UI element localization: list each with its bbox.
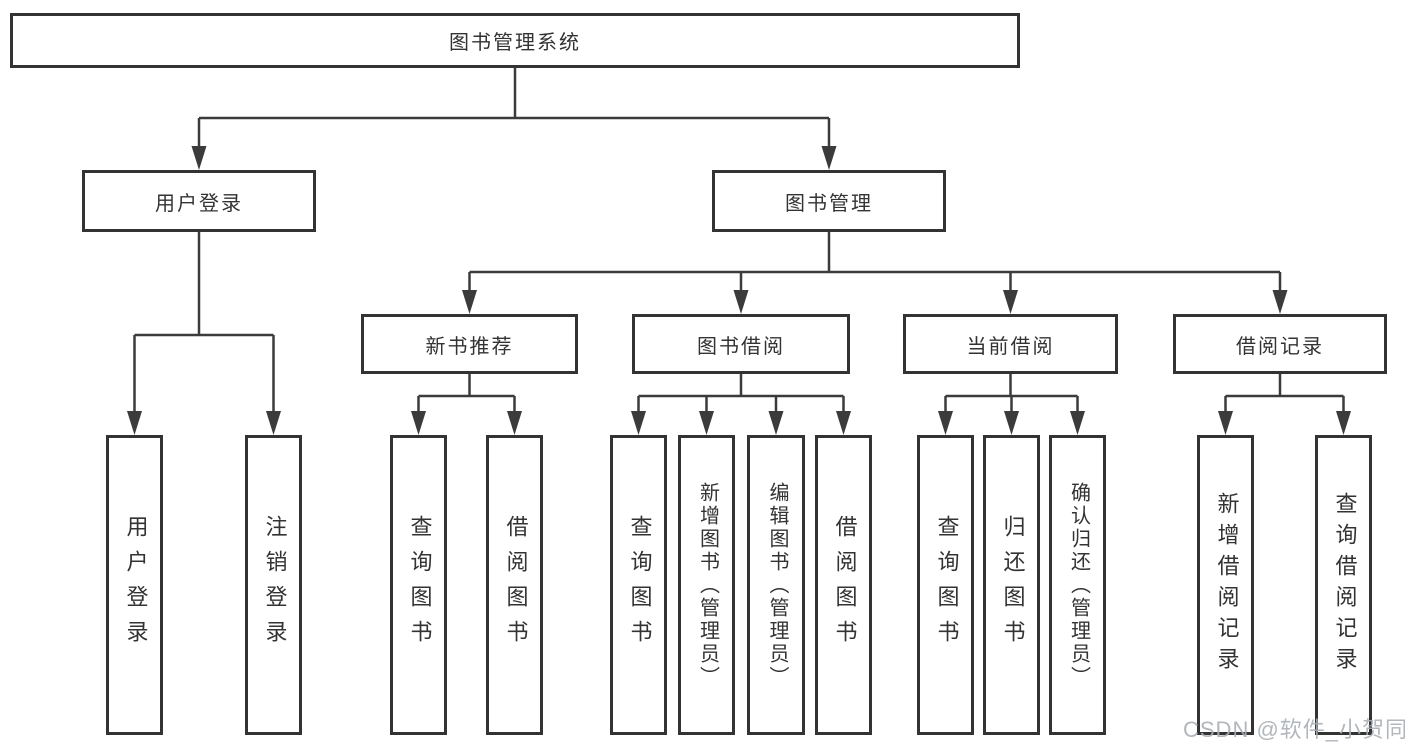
csdn-watermark: CSDN @软件_小贺同学	[1183, 717, 1405, 742]
node-book-management-branch: 图书管理	[712, 170, 946, 232]
leaf-logout: 注销登录	[245, 435, 302, 735]
node-label: 新书推荐	[425, 335, 514, 358]
node-new-book-recommend: 新书推荐	[361, 314, 578, 374]
leaf-edit-book-admin: 编辑图书（管理员）	[747, 435, 805, 735]
connector-root-to-level2	[191, 68, 837, 170]
node-label: 当前借阅	[966, 335, 1055, 358]
node-label: 用户登录	[123, 515, 149, 655]
connector-book-borrow-children	[631, 374, 851, 435]
leaf-return-books: 归还图书	[983, 435, 1040, 735]
leaf-user-login: 用户登录	[106, 435, 163, 735]
node-root: 图书管理系统	[10, 13, 1020, 68]
node-borrow-records: 借阅记录	[1173, 314, 1387, 374]
node-label: 图书管理系统	[449, 32, 581, 54]
leaf-query-books-borrow: 查询图书	[610, 435, 667, 735]
node-label: 借阅图书	[503, 515, 529, 655]
node-label: 用户登录	[155, 192, 243, 215]
node-label: 图书管理	[785, 192, 873, 215]
node-label: 借阅记录	[1236, 335, 1324, 358]
connector-borrow-records-children	[1218, 374, 1351, 435]
leaf-query-books-current: 查询图书	[917, 435, 974, 735]
node-label: 借阅图书	[832, 515, 858, 655]
connector-current-borrow-children	[938, 374, 1085, 435]
node-label: 查询图书	[627, 515, 653, 655]
node-current-borrow: 当前借阅	[903, 314, 1118, 374]
leaf-borrow-books-recommend: 借阅图书	[486, 435, 543, 735]
leaf-borrow-books: 借阅图书	[815, 435, 872, 735]
leaf-query-borrow-record: 查询借阅记录	[1315, 435, 1372, 735]
connector-book-management-children	[462, 232, 1288, 314]
node-label: 确认归还（管理员）	[1067, 481, 1090, 689]
node-label: 查询借阅记录	[1332, 492, 1358, 678]
connector-new-book-recommend-children	[411, 374, 522, 435]
node-user-login-branch: 用户登录	[82, 170, 316, 232]
leaf-confirm-return-admin: 确认归还（管理员）	[1049, 435, 1106, 735]
node-label: 归还图书	[1000, 515, 1026, 655]
node-book-borrow: 图书借阅	[632, 314, 850, 374]
node-label: 新增借阅记录	[1214, 492, 1240, 678]
node-label: 查询图书	[934, 515, 960, 655]
leaf-query-books-recommend: 查询图书	[390, 435, 447, 735]
leaf-add-borrow-record: 新增借阅记录	[1197, 435, 1254, 735]
node-label: 查询图书	[407, 515, 433, 655]
node-label: 编辑图书（管理员）	[766, 481, 788, 689]
node-label: 注销登录	[262, 515, 288, 655]
connector-user-login-children	[127, 232, 281, 435]
node-label: 新增图书（管理员）	[696, 481, 719, 689]
leaf-add-book-admin: 新增图书（管理员）	[678, 435, 735, 735]
node-label: 图书借阅	[697, 335, 785, 358]
